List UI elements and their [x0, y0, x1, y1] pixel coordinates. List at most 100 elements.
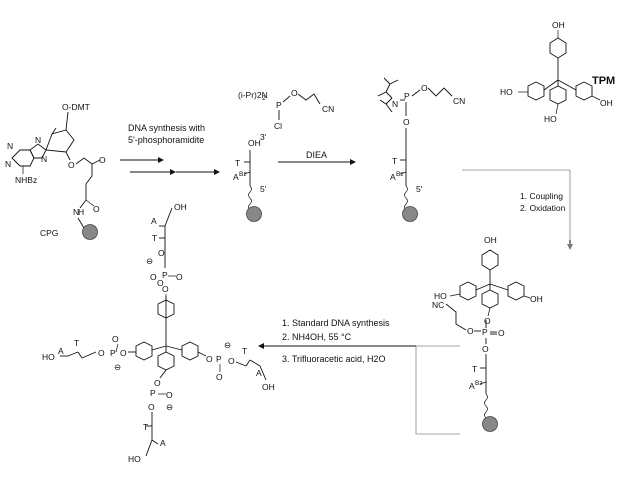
tpm2-o-label-2: O: [467, 326, 474, 336]
final-top-o: O: [162, 284, 169, 294]
structure-final-product: O O P O O ⊖ O T A OH O P O ⊖ O T A: [42, 202, 275, 464]
final-top-o4: O: [158, 248, 165, 258]
cpg-bead-4: [482, 416, 498, 432]
final-top-p: P: [162, 270, 168, 280]
cpg-label: CPG: [40, 228, 58, 238]
final-bottom-ho: HO: [128, 454, 141, 464]
structure-nucleoside-cpg: N N N N NHBz O-DMT O O O N H CPG: [5, 102, 106, 240]
structure-phosphoramidite-oligo: N P O CN O T A Bz 5': [377, 77, 465, 222]
final-bottom-o2: O: [148, 402, 155, 412]
tpm-ho-left: HO: [500, 87, 513, 97]
abz-label-2: A: [233, 172, 239, 182]
final-right-minus: ⊖: [224, 340, 231, 350]
tpm-ho-bottom: HO: [544, 114, 557, 124]
ipr-label: (i-Pr)2N: [238, 90, 268, 100]
step1-text-1: DNA synthesis with: [128, 123, 205, 133]
step-3: 1. Coupling 2. Oxidation: [462, 169, 573, 250]
purine-n-label-2: N: [5, 159, 11, 169]
purine-n-label-4: N: [41, 154, 47, 164]
amidite-n-label: N: [392, 99, 398, 109]
reagent-p-label: P: [276, 100, 282, 110]
final-left-p: P: [110, 348, 116, 358]
tpm2-link-o: O: [484, 316, 491, 326]
t-label-3: T: [392, 156, 397, 166]
abz-label-3: A: [390, 172, 396, 182]
abz-label-4: A: [469, 381, 475, 391]
final-bottom-p: P: [150, 388, 156, 398]
tpm2-oh-top: OH: [484, 235, 497, 245]
step3-text-2: 2. Oxidation: [520, 203, 566, 213]
final-top-o3: O: [150, 272, 157, 282]
svg-text:2: 2: [262, 95, 266, 102]
purine-n-label: N: [7, 141, 13, 151]
reagent-o-label: O: [291, 88, 298, 98]
final-top-oh: OH: [174, 202, 187, 212]
final-top-t: T: [152, 233, 157, 243]
final-right-p: P: [216, 354, 222, 364]
final-bottom-o: O: [154, 378, 161, 388]
amidite-cn-label: CN: [453, 96, 465, 106]
final-top-minus: ⊖: [146, 256, 153, 266]
step-1: DNA synthesis with 5'-phosphoramidite: [120, 123, 220, 175]
step-4: 1. Standard DNA synthesis 2. NH4OH, 55 °…: [258, 318, 460, 435]
structure-oligo-oh: OH 3' T A Bz 5': [233, 132, 267, 222]
final-left-o: O: [120, 348, 127, 358]
cpg-bead-1: [82, 224, 98, 240]
step-2: DIEA: [278, 150, 356, 165]
tpm2-po-label: O: [498, 328, 505, 338]
amidite-p-label: P: [404, 91, 410, 101]
final-right-t: T: [242, 346, 247, 356]
amide-o-label: O: [93, 204, 100, 214]
final-top-a: A: [151, 216, 157, 226]
step4-text-2: 2. NH4OH, 55 °C: [282, 332, 352, 342]
nhbz-label: NHBz: [15, 175, 37, 185]
link-o-label: O: [403, 117, 410, 127]
five-prime-label: 5': [260, 184, 267, 194]
five-prime-label-3: 5': [416, 184, 423, 194]
step3-text-1: 1. Coupling: [520, 191, 563, 201]
purine-n-label-3: N: [35, 135, 41, 145]
final-right-o: O: [206, 354, 213, 364]
t-label-2: T: [235, 158, 240, 168]
tpm-oh-top: OH: [552, 20, 565, 30]
final-left-o2: O: [98, 348, 105, 358]
final-right-oh: OH: [262, 382, 275, 392]
structure-tpm-oligo: OH HO OH O NC O P O O T A Bz: [432, 235, 543, 432]
step2-text: DIEA: [306, 150, 327, 160]
step4-text-3: 3. Trifluoracetic acid, H2O: [282, 354, 386, 364]
tpm2-p-label: P: [482, 327, 488, 337]
cpg-bead-3: [402, 206, 418, 222]
cpg-bead-2: [246, 206, 262, 222]
final-left-t: T: [74, 338, 79, 348]
structure-tpm: TPM OH HO HO OH: [500, 20, 615, 124]
amide-h-label: H: [78, 207, 84, 217]
ester-o-label: O: [68, 160, 75, 170]
final-left-minus: ⊖: [114, 362, 121, 372]
amide-n-label: N: [73, 207, 79, 217]
bz-label-3: Bz: [396, 171, 404, 178]
final-bottom-minus: ⊖: [166, 402, 173, 412]
tpm2-oh-right: OH: [530, 294, 543, 304]
amidite-o-label: O: [421, 83, 428, 93]
tpm-label: TPM: [592, 75, 615, 87]
final-left-a: A: [58, 346, 64, 356]
bz-label-2: Bz: [239, 171, 247, 178]
step4-text-1: 1. Standard DNA synthesis: [282, 318, 390, 328]
reagent-cn-label: CN: [322, 104, 334, 114]
final-top-o2: O: [157, 278, 164, 288]
three-prime-label: 3': [260, 132, 267, 142]
final-right-a: A: [256, 368, 262, 378]
t-label-4: T: [472, 364, 477, 374]
odmt-label: O-DMT: [62, 102, 90, 112]
final-left-ho: HO: [42, 352, 55, 362]
reagent-phosphoramidite: (i-Pr)2N 2 P Cl O CN: [238, 88, 334, 131]
tpm2-o-label-3: O: [482, 344, 489, 354]
final-top-po: O: [176, 272, 183, 282]
final-bottom-t: T: [143, 422, 148, 432]
cl-label: Cl: [274, 121, 282, 131]
final-right-po: O: [216, 372, 223, 382]
step1-text-2: 5'-phosphoramidite: [128, 135, 204, 145]
final-right-o2: O: [228, 356, 235, 366]
